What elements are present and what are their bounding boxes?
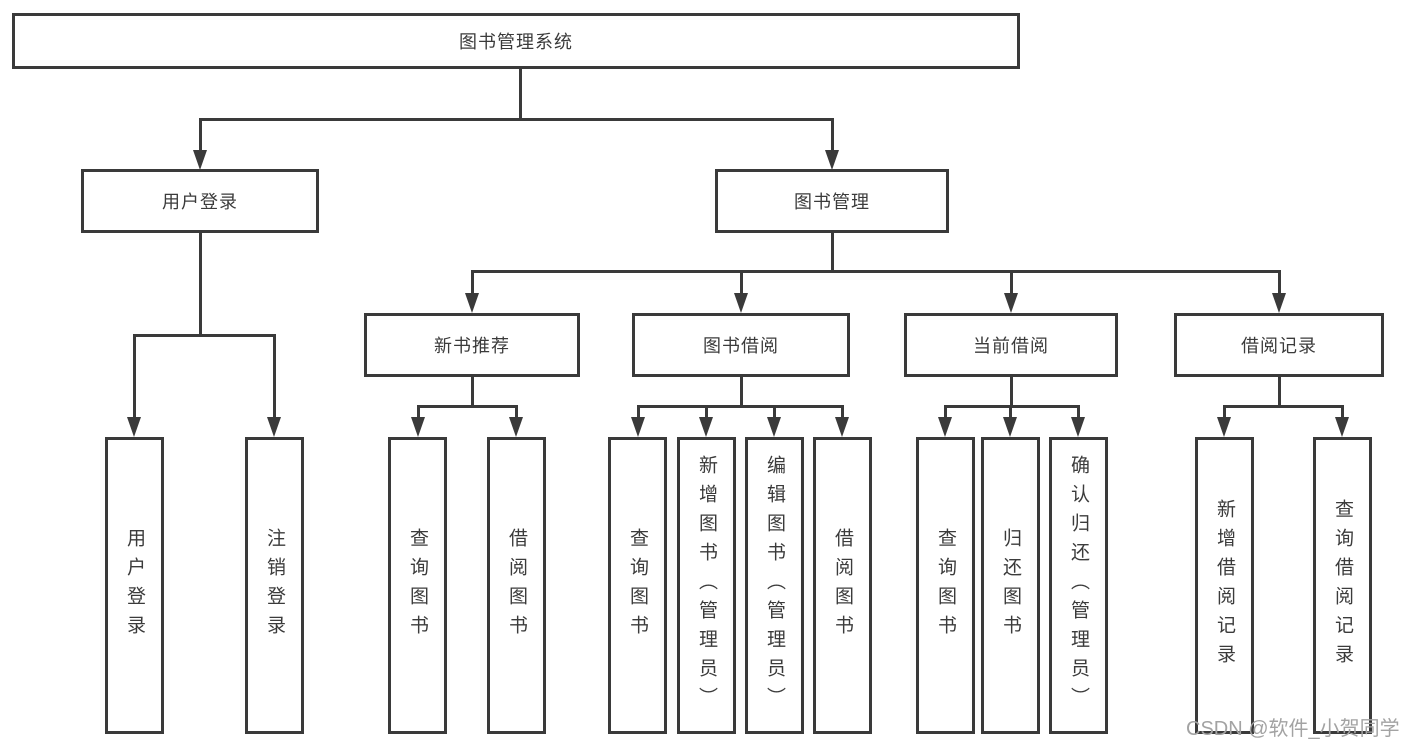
node-current-borrowing: 当前借阅: [904, 313, 1118, 377]
connector-line: [773, 405, 776, 419]
connector-line: [1077, 405, 1080, 419]
connector-line: [1278, 377, 1281, 408]
connector-line: [637, 405, 844, 408]
connector-line: [1010, 270, 1013, 295]
connector-line: [1223, 405, 1344, 408]
connector-line: [1223, 405, 1226, 419]
connector-line: [133, 334, 276, 337]
leaf-label: 查询图书: [407, 527, 428, 644]
node-library-management-system: 图书管理系统: [12, 13, 1020, 69]
leaf-borrow-books-borrowing: 借阅图书: [813, 437, 872, 734]
leaf-label: 新增图书（管理员）: [696, 455, 717, 716]
arrow-down-icon: [127, 417, 141, 437]
leaf-label: 借阅图书: [506, 527, 527, 644]
arrow-down-icon: [1335, 417, 1349, 437]
arrow-down-icon: [1003, 417, 1017, 437]
node-book-borrowing: 图书借阅: [632, 313, 850, 377]
arrow-down-icon: [267, 417, 281, 437]
connector-line: [831, 118, 834, 152]
arrow-down-icon: [411, 417, 425, 437]
leaf-add-books-admin: 新增图书（管理员）: [677, 437, 736, 734]
connector-line: [740, 270, 743, 295]
leaf-label: 查询图书: [935, 527, 956, 644]
connector-line: [841, 405, 844, 419]
connector-line: [705, 405, 708, 419]
arrow-down-icon: [1004, 293, 1018, 313]
arrow-down-icon: [767, 417, 781, 437]
leaf-label: 查询图书: [627, 527, 648, 644]
connector-line: [515, 405, 518, 419]
connector-line: [1009, 405, 1012, 419]
arrow-down-icon: [835, 417, 849, 437]
arrow-down-icon: [193, 150, 207, 170]
connector-line: [417, 405, 420, 419]
leaf-label: 查询借阅记录: [1332, 498, 1353, 673]
leaf-return-books: 归还图书: [981, 437, 1040, 734]
connector-line: [637, 405, 640, 419]
connector-line: [944, 405, 947, 419]
connector-line: [417, 405, 518, 408]
leaf-logout-login: 注销登录: [245, 437, 304, 734]
leaf-add-borrow-record: 新增借阅记录: [1195, 437, 1254, 734]
leaf-query-books-recommend: 查询图书: [388, 437, 447, 734]
leaf-edit-books-admin: 编辑图书（管理员）: [745, 437, 804, 734]
leaf-label: 编辑图书（管理员）: [764, 455, 785, 716]
arrow-down-icon: [1272, 293, 1286, 313]
node-borrowing-records: 借阅记录: [1174, 313, 1384, 377]
leaf-confirm-return-admin: 确认归还（管理员）: [1049, 437, 1108, 734]
arrow-down-icon: [1071, 417, 1085, 437]
arrow-down-icon: [938, 417, 952, 437]
connector-line: [831, 233, 834, 273]
leaf-borrow-books-recommend: 借阅图书: [487, 437, 546, 734]
csdn-watermark: CSDN @软件_小贺同学: [1186, 718, 1400, 740]
connector-line: [133, 334, 136, 418]
leaf-label: 确认归还（管理员）: [1068, 455, 1089, 716]
connector-line: [199, 118, 834, 121]
leaf-label: 归还图书: [1000, 527, 1021, 644]
connector-line: [1278, 270, 1281, 295]
connector-line: [740, 377, 743, 408]
node-new-book-recommendation: 新书推荐: [364, 313, 580, 377]
leaf-label: 用户登录: [124, 527, 145, 644]
node-book-management: 图书管理: [715, 169, 949, 233]
connector-line: [471, 270, 474, 295]
connector-line: [471, 270, 1281, 273]
arrow-down-icon: [734, 293, 748, 313]
connector-line: [519, 69, 522, 121]
connector-line: [273, 334, 276, 418]
arrow-down-icon: [825, 150, 839, 170]
node-user-login: 用户登录: [81, 169, 319, 233]
leaf-query-books-borrowing: 查询图书: [608, 437, 667, 734]
arrow-down-icon: [509, 417, 523, 437]
connector-line: [199, 233, 202, 336]
connector-line: [1341, 405, 1344, 419]
leaf-query-borrow-record: 查询借阅记录: [1313, 437, 1372, 734]
connector-line: [471, 377, 474, 408]
leaf-user-login: 用户登录: [105, 437, 164, 734]
arrow-down-icon: [1217, 417, 1231, 437]
connector-line: [944, 405, 1080, 408]
leaf-query-books-current: 查询图书: [916, 437, 975, 734]
connector-line: [199, 118, 202, 152]
arrow-down-icon: [699, 417, 713, 437]
leaf-label: 借阅图书: [832, 527, 853, 644]
connector-line: [1010, 377, 1013, 408]
arrow-down-icon: [465, 293, 479, 313]
leaf-label: 新增借阅记录: [1214, 498, 1235, 673]
arrow-down-icon: [631, 417, 645, 437]
leaf-label: 注销登录: [264, 527, 285, 644]
